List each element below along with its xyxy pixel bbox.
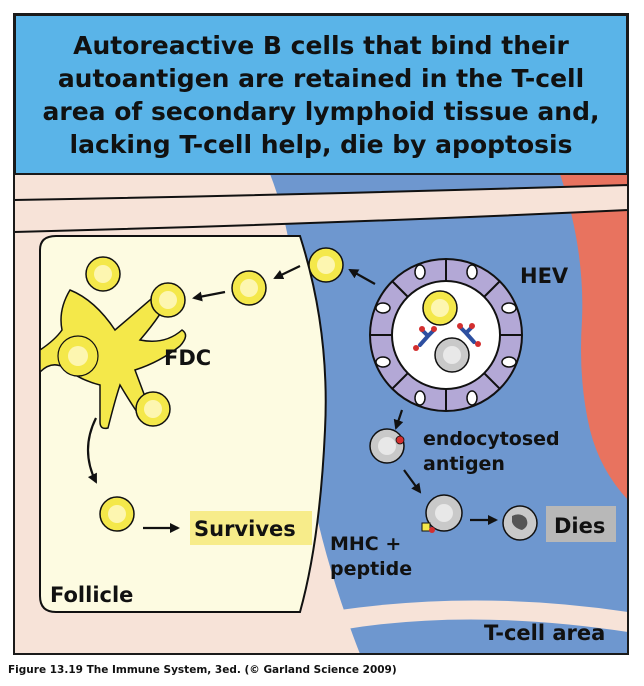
diagram-title: Autoreactive B cells that bind their aut… [42, 31, 600, 159]
tcell-area-region [270, 174, 628, 654]
mhc-label-2: peptide [330, 558, 412, 580]
blood-vessel [560, 174, 628, 500]
survives-label: Survives [194, 517, 296, 541]
hev-vessel [369, 258, 523, 412]
dies-label: Dies [554, 514, 605, 538]
fdc-label: FDC [164, 346, 211, 370]
endocytosed-label-2: antigen [423, 453, 505, 475]
endocytosed-cell [369, 428, 405, 464]
flow-arrows [86, 265, 498, 533]
figure-caption: Figure 13.19 The Immune System, 3ed. (© … [8, 664, 397, 676]
survives-highlight [190, 511, 312, 545]
hev-label: HEV [520, 264, 569, 288]
title-banner: Autoreactive B cells that bind their aut… [14, 14, 628, 174]
lower-tissue-band [14, 600, 628, 645]
tcell-area-label: T-cell area [484, 621, 605, 645]
mhc-label-1: MHC + [330, 533, 401, 555]
follicle-label: Follicle [50, 583, 133, 607]
endocytosed-label-1: endocytosed [423, 428, 560, 450]
fdc-cell [39, 289, 187, 430]
dies-highlight [546, 506, 616, 542]
apoptotic-cell [502, 505, 538, 541]
figure-frame [13, 13, 629, 655]
mhc-peptide-cell [421, 494, 463, 533]
